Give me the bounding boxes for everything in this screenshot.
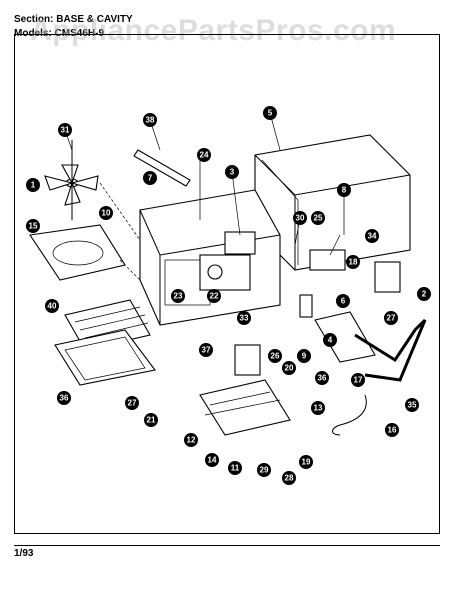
callout-12: 12 [184,433,198,447]
svg-text:27: 27 [128,399,137,408]
callout-2: 2 [417,287,431,301]
callout-33: 33 [237,311,251,325]
svg-text:40: 40 [48,302,57,311]
callout-34: 34 [365,229,379,243]
svg-text:11: 11 [231,464,240,473]
svg-text:19: 19 [302,458,311,467]
svg-text:17: 17 [354,376,363,385]
callout-11: 11 [228,461,242,475]
svg-text:15: 15 [29,222,38,231]
callout-3: 3 [225,165,239,179]
svg-text:36: 36 [60,394,69,403]
svg-text:24: 24 [200,151,209,160]
callout-30: 30 [293,211,307,225]
footer-rule [14,545,440,546]
callout-21: 21 [144,413,158,427]
callout-7: 7 [143,171,157,185]
callout-4: 4 [323,333,337,347]
callout-28: 28 [282,471,296,485]
trim-strip [133,149,191,187]
callout-5: 5 [263,106,277,120]
callout-17: 17 [351,373,365,387]
svg-text:7: 7 [148,174,153,183]
transformer [234,344,261,376]
svg-text:12: 12 [187,436,196,445]
svg-text:38: 38 [146,116,155,125]
callout-6: 6 [336,294,350,308]
heating-element [354,318,427,382]
svg-text:27: 27 [387,314,396,323]
models-line: Models: CMS46H-9 [14,28,105,39]
svg-text:1: 1 [31,181,36,190]
svg-text:8: 8 [342,186,347,195]
fan-shroud [29,224,126,281]
latch-assembly [374,261,401,293]
svg-text:26: 26 [271,352,280,361]
svg-text:33: 33 [240,314,249,323]
callout-22: 22 [207,289,221,303]
svg-text:29: 29 [260,466,269,475]
control-module [309,249,346,271]
callout-19: 19 [299,455,313,469]
svg-text:6: 6 [341,297,346,306]
svg-text:22: 22 [210,292,219,301]
svg-text:20: 20 [285,364,294,373]
door-switch-bracket [299,294,376,363]
svg-text:14: 14 [208,456,217,465]
svg-text:10: 10 [102,209,111,218]
svg-text:4: 4 [328,336,333,345]
callout-13: 13 [311,401,325,415]
callout-40: 40 [45,299,59,313]
callout-37: 37 [199,343,213,357]
svg-text:13: 13 [314,404,323,413]
callout-36a: 36 [315,371,329,385]
svg-text:23: 23 [174,292,183,301]
oven-racks [54,299,156,386]
callout-27a: 27 [384,311,398,325]
svg-text:16: 16 [388,426,397,435]
svg-text:21: 21 [147,416,156,425]
callout-20: 20 [282,361,296,375]
callout-1: 1 [26,178,40,192]
svg-text:9: 9 [302,352,307,361]
callout-29: 29 [257,463,271,477]
callout-15: 15 [26,219,40,233]
callout-8: 8 [337,183,351,197]
svg-text:28: 28 [285,474,294,483]
fan-blade [44,140,99,220]
callout-24: 24 [197,148,211,162]
svg-text:35: 35 [408,401,417,410]
svg-text:3: 3 [230,168,235,177]
callout-23: 23 [171,289,185,303]
callout-10: 10 [99,206,113,220]
callout-31: 31 [58,123,72,137]
callout-36b: 36 [57,391,71,405]
svg-text:37: 37 [202,346,211,355]
svg-text:2: 2 [422,290,427,299]
svg-text:36: 36 [318,374,327,383]
callout-26: 26 [268,349,282,363]
svg-text:25: 25 [314,214,323,223]
callout-25: 25 [311,211,325,225]
callout-14: 14 [205,453,219,467]
svg-text:34: 34 [368,232,377,241]
callout-18: 18 [346,255,360,269]
svg-text:30: 30 [296,214,305,223]
svg-text:31: 31 [61,126,70,135]
callout-38: 38 [143,113,157,127]
power-cord [332,394,367,436]
callout-27b: 27 [125,396,139,410]
base-tray [199,379,291,436]
section-title: Section: BASE & CAVITY [14,14,133,25]
footer-date: 1/93 [14,548,34,559]
svg-text:18: 18 [349,258,358,267]
oven-cavity [139,189,281,326]
diagram-frame [14,34,440,534]
callout-16: 16 [385,423,399,437]
svg-text:5: 5 [268,109,273,118]
callout-9: 9 [297,349,311,363]
callout-35: 35 [405,398,419,412]
